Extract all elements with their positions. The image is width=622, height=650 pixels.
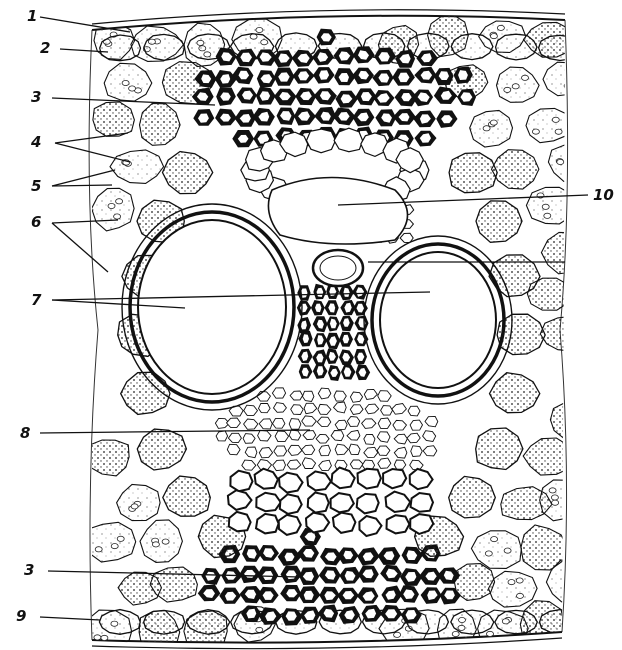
- label-9: 9: [16, 609, 26, 624]
- label-3-upper: 3: [31, 90, 41, 105]
- leader-line-5a: [52, 170, 115, 186]
- label-1: 1: [27, 9, 37, 24]
- protoxylem-lacuna: [268, 178, 407, 245]
- large-vessel-right: [364, 236, 512, 404]
- label-10: 10: [593, 188, 614, 203]
- label-2: 2: [40, 41, 50, 56]
- leader-line-1: [40, 17, 130, 32]
- phloem-tissue: [215, 388, 437, 536]
- label-7: 7: [31, 293, 41, 308]
- label-4: 4: [31, 135, 41, 150]
- leader-line-4a: [55, 133, 128, 143]
- label-3-lower: 3: [24, 563, 34, 578]
- leader-line-4b: [55, 143, 130, 162]
- label-6: 6: [31, 215, 41, 230]
- protoxylem-vessel: [313, 250, 363, 286]
- leader-line-5b: [52, 185, 112, 186]
- label-8: 8: [20, 426, 30, 441]
- leader-line-6b: [52, 223, 108, 272]
- label-5: 5: [31, 179, 41, 194]
